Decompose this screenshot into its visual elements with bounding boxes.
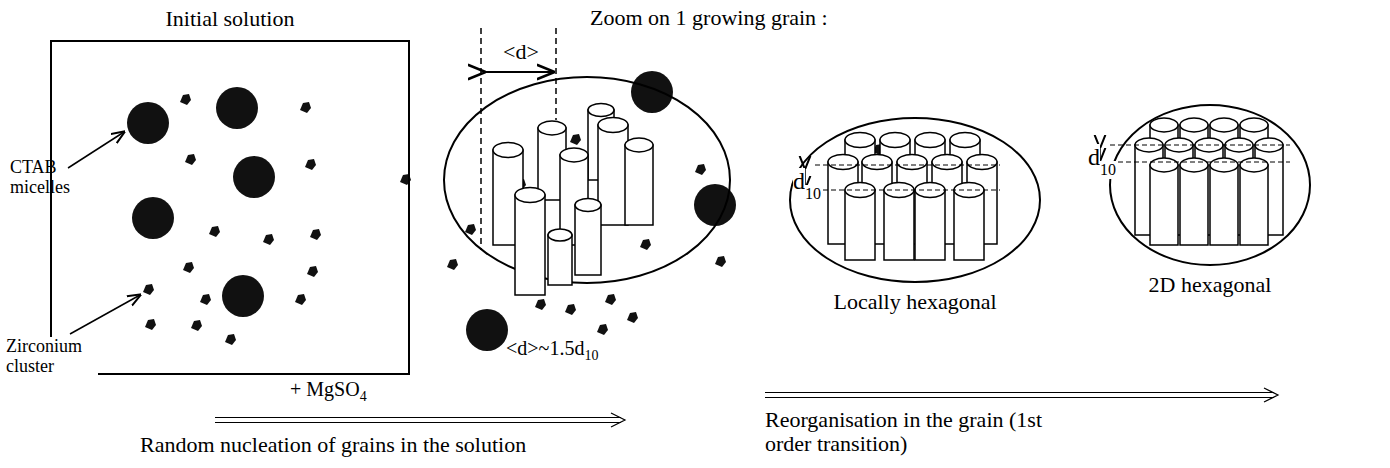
subscript: 4 [360, 389, 367, 404]
micelles [127, 71, 736, 351]
node-heading: Initial solution [50, 7, 410, 31]
dimension-label: <d>~1.5d [506, 337, 584, 359]
cylindrical-micelle [1150, 158, 1178, 245]
zirconium-cluster [305, 159, 316, 170]
leader-arrow [68, 132, 124, 168]
grain-region: Locally hexagonal [790, 118, 1040, 282]
growing-grain [444, 77, 730, 283]
zirconium-cluster [605, 294, 616, 305]
dimension-label: <d> [503, 40, 539, 64]
reagent-label: + MgSO [290, 378, 360, 400]
zirconium-cluster [300, 102, 311, 113]
hexagonal-cylinders [1135, 118, 1283, 245]
ctab-micelle [132, 197, 174, 239]
zoom-caption: Zoom on 1 growing grain : [590, 6, 828, 30]
cylindrical-micelle [954, 183, 984, 261]
cylindrical-micelle [548, 229, 572, 285]
zirconium-cluster [263, 234, 274, 245]
zirconium-cluster [143, 284, 154, 295]
step-caption: Random nucleation of grains in the solut… [140, 433, 526, 457]
subscript: 10 [1100, 161, 1116, 179]
ctab-micelle [127, 102, 169, 144]
zirconium-cluster [145, 319, 156, 330]
zirconium-cluster [180, 94, 191, 105]
d10-guides [805, 145, 1290, 190]
step-caption: Reorganisation in the grain (1st order t… [765, 408, 1065, 456]
zirconium-cluster [191, 320, 202, 331]
cylindrical-micelle [915, 183, 945, 261]
hexagonal-cylinders [828, 133, 997, 261]
process-arrow [765, 388, 1278, 402]
ctab-micelle [216, 87, 258, 129]
cylindrical-micelle [515, 188, 545, 296]
zirconium-cluster [597, 324, 608, 335]
solution-box: Initial solution [50, 40, 410, 375]
subscript: 10 [584, 348, 598, 363]
node-heading: 2D hexagonal [1110, 273, 1310, 297]
leader-arrow [70, 295, 140, 334]
cylindrical-micelle [884, 183, 914, 261]
zirconium-cluster [295, 294, 306, 305]
cylindrical-micelle [1240, 158, 1268, 245]
ctab-micelle [222, 275, 264, 317]
ctab-micelle [631, 71, 673, 113]
zirconium-cluster [447, 259, 458, 270]
zirconium-cluster [640, 239, 651, 250]
box-outline [50, 40, 410, 375]
ctab-micelle [466, 309, 508, 351]
zirconium-cluster [307, 266, 318, 277]
dimension-label: d [1088, 144, 1100, 170]
cylindrical-micelle [1180, 158, 1208, 245]
zirconium-cluster [310, 229, 321, 240]
grain-2d-hexagonal [1110, 105, 1310, 265]
zirconium-cluster [185, 154, 196, 165]
zirconium-cluster [209, 226, 220, 237]
cylindrical-micelle [575, 199, 601, 276]
grain-locally-hexagonal [790, 118, 1040, 282]
zirconium-cluster [565, 304, 576, 315]
subscript: 10 [805, 185, 821, 203]
zirconium-cluster [183, 262, 194, 273]
zirconium-cluster [627, 312, 638, 323]
zirconium-cluster [465, 224, 476, 235]
dimension-label: d [793, 168, 805, 194]
callout-label: CTAB micelles [10, 158, 85, 198]
node-heading: Locally hexagonal [790, 290, 1040, 314]
zirconium-cluster [570, 134, 581, 145]
zirconium-cluster [715, 256, 726, 267]
disordered-cylinders [493, 104, 653, 296]
cylindrical-micelle [625, 138, 653, 225]
zirconium-cluster [225, 334, 236, 345]
ctab-micelle [233, 156, 275, 198]
cylindrical-micelle [598, 118, 628, 226]
zirconium-cluster [695, 164, 706, 175]
process-arrow [215, 413, 625, 427]
cylindrical-micelle [845, 183, 875, 261]
grain-region: 2D hexagonal [1110, 105, 1310, 265]
zirconium-clusters [143, 94, 1256, 345]
zirconium-cluster [200, 294, 211, 305]
zirconium-cluster [535, 299, 546, 310]
callout-label: Zirconium cluster [6, 337, 98, 377]
cylindrical-micelle [1210, 158, 1238, 245]
